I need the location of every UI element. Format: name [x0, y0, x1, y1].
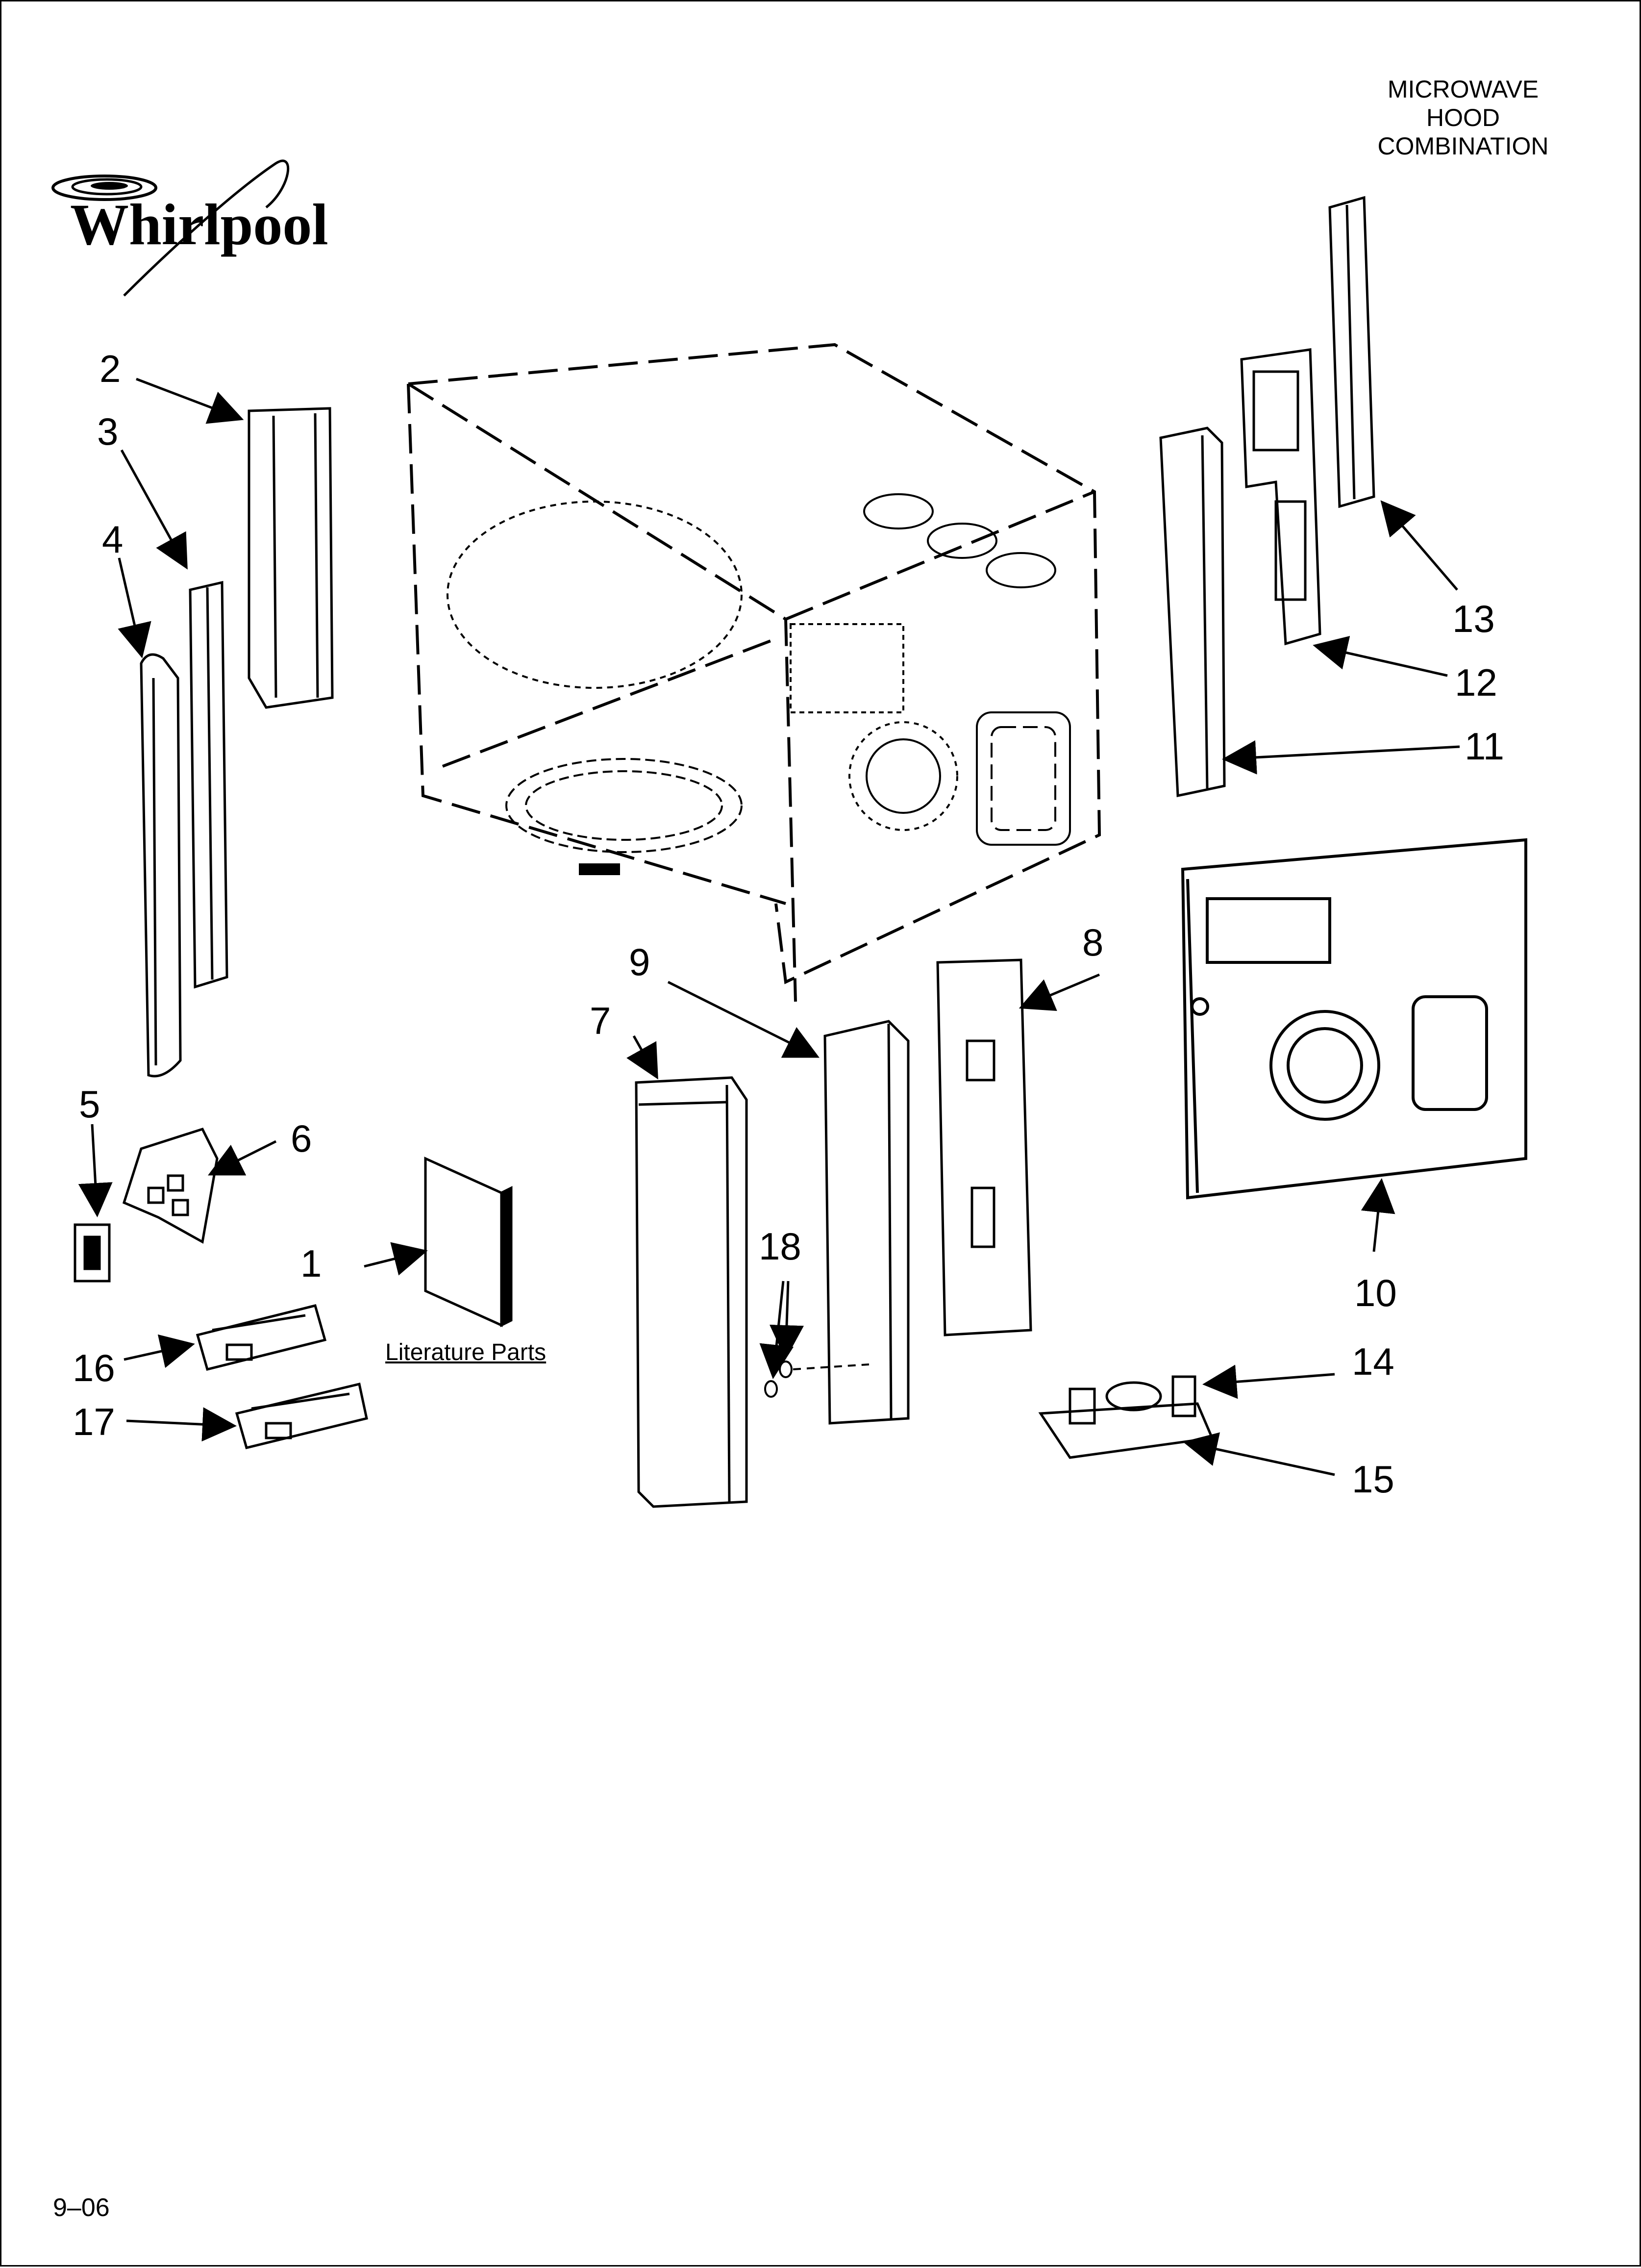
callout-3: 3: [97, 410, 119, 453]
callout-8: 8: [1082, 921, 1104, 964]
part-7-door-trim: [635, 1076, 748, 1508]
callout-12: 12: [1455, 661, 1497, 704]
part-10-back-panel: [1181, 838, 1527, 1200]
callout-7: 7: [590, 999, 611, 1042]
part-3-strip: [189, 580, 228, 989]
part-17-bracket: [235, 1382, 368, 1450]
callout-18: 18: [759, 1225, 801, 1268]
callout-14: 14: [1352, 1340, 1394, 1383]
header-line-1: MICROWAVE: [1387, 76, 1539, 103]
whirlpool-logo: Whirlpool: [51, 159, 328, 297]
callout-15: 15: [1352, 1458, 1394, 1501]
part-9-control-panel: [823, 1020, 910, 1425]
model-type-header: MICROWAVE HOOD COMBINATION: [1341, 75, 1586, 160]
part-6-plate: [122, 1127, 219, 1244]
callout-11: 11: [1465, 725, 1504, 768]
callout-6: 6: [291, 1117, 312, 1160]
date-code: 9–06: [53, 2193, 110, 2222]
header-line-2: HOOD: [1426, 104, 1500, 131]
part-4-vent-trim: [140, 653, 182, 1078]
part-18-buttons: [764, 1361, 870, 1398]
callout-10: 10: [1354, 1271, 1397, 1314]
part-1-literature: [424, 1157, 513, 1328]
part-16-bracket: [196, 1304, 327, 1371]
callout-13: 13: [1452, 597, 1495, 640]
part-5-switch: [74, 1223, 111, 1283]
callout-1: 1: [300, 1242, 322, 1285]
part-8-membrane: [936, 958, 1032, 1336]
cabinet-features: [447, 493, 1071, 875]
callout-4: 4: [102, 518, 124, 561]
part-2-bracket: [248, 407, 334, 709]
part-13-board-bracket: [1328, 196, 1375, 508]
part-14-15-assembly: [1038, 1375, 1214, 1459]
callout-16: 16: [73, 1346, 115, 1389]
callout-9: 9: [629, 940, 650, 983]
callout-17: 17: [73, 1400, 115, 1443]
callout-5: 5: [79, 1083, 100, 1126]
header-line-3: COMBINATION: [1377, 132, 1549, 160]
part-11-bracket: [1159, 427, 1226, 798]
part-12-control-board: [1240, 348, 1321, 646]
cabinet-outline: [407, 343, 1101, 1002]
callout-2: 2: [99, 347, 121, 390]
literature-parts-label: Literature Parts: [385, 1339, 547, 1365]
leader-arrows: [78, 378, 1460, 1476]
